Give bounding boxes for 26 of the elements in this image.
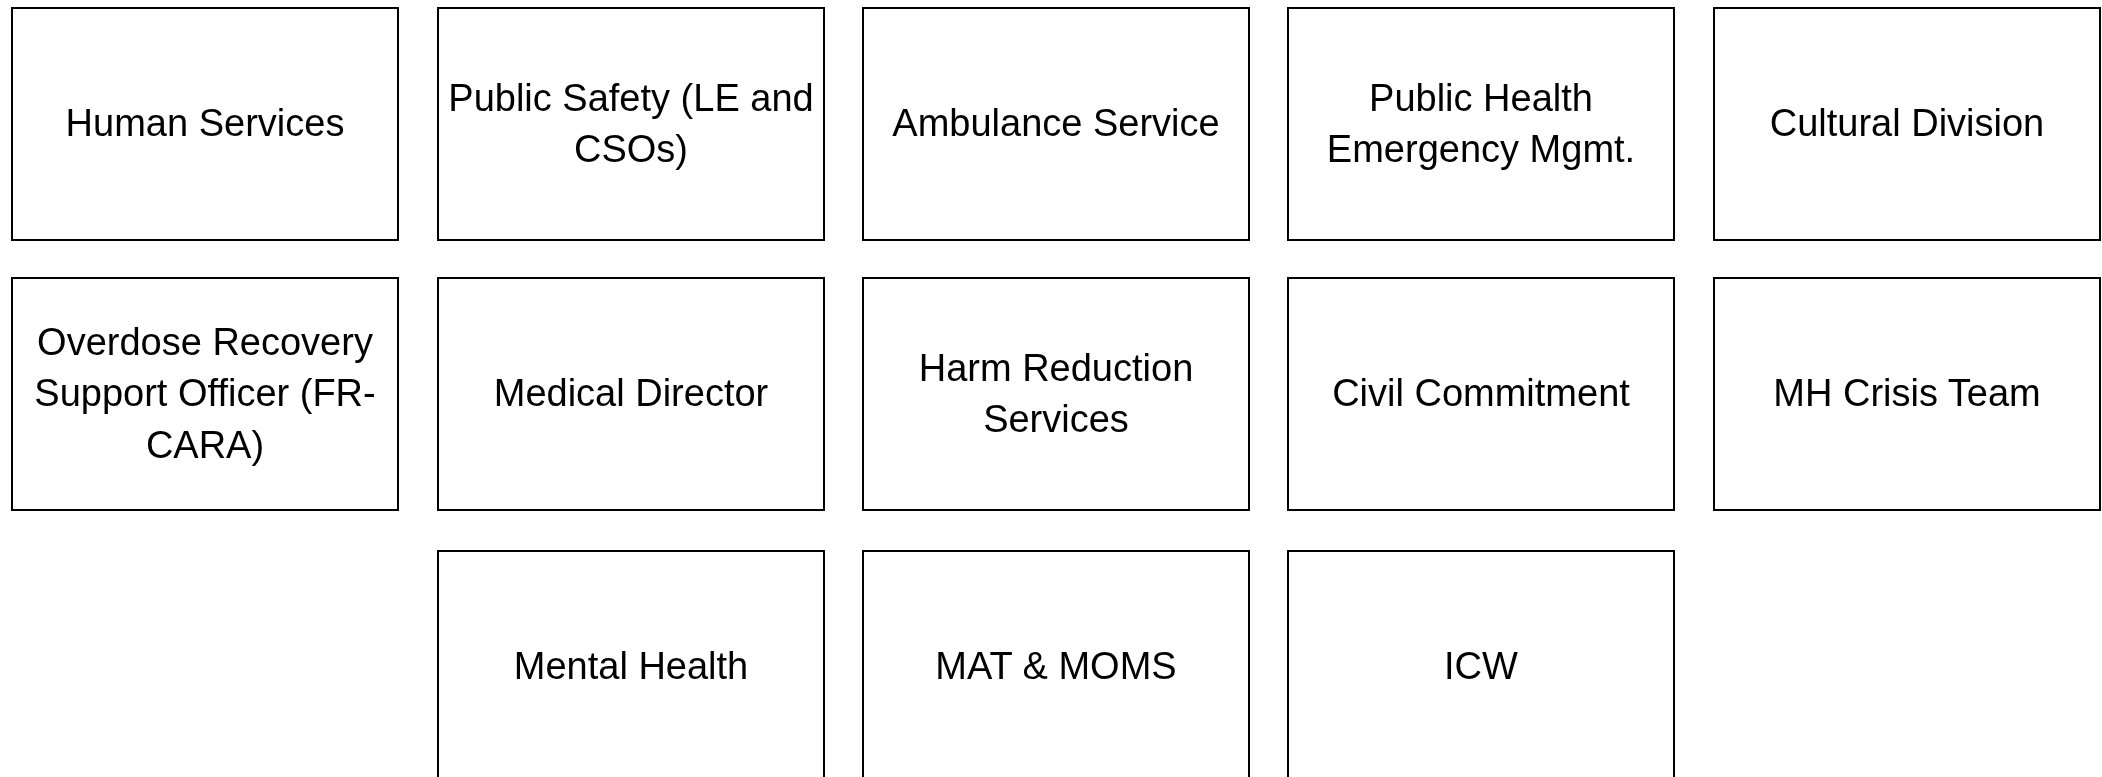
text-box <box>11 7 399 241</box>
box-label: Civil Commitment <box>1331 371 1631 417</box>
box-label: Mental Health <box>512 644 750 690</box>
text-box <box>862 7 1250 241</box>
box-label: Human Services <box>64 101 346 147</box>
text-box <box>437 550 825 777</box>
box-label: Harm Reduction Services <box>917 345 1195 442</box>
text-box <box>862 277 1250 511</box>
text-box <box>1713 277 2101 511</box>
box-label: ICW <box>1443 644 1519 690</box>
box-label: Ambulance Service <box>891 101 1221 147</box>
box-label: Public Health Emergency Mgmt. <box>1325 75 1637 172</box>
text-box <box>1287 550 1675 777</box>
text-box <box>11 277 399 511</box>
box-label: Medical Director <box>492 371 770 417</box>
text-box <box>437 7 825 241</box>
text-box <box>1713 7 2101 241</box>
box-label: Public Safety (LE and CSOs) <box>447 75 815 172</box>
text-box <box>862 550 1250 777</box>
text-box <box>437 277 825 511</box>
box-label: Overdose Recovery Support Officer (FR-CARA) <box>33 320 377 468</box>
box-label: MAT & MOMS <box>934 644 1178 690</box>
text-box <box>1287 7 1675 241</box>
box-label: MH Crisis Team <box>1772 371 2042 417</box>
text-box <box>1287 277 1675 511</box>
box-label: Cultural Division <box>1768 101 2046 147</box>
